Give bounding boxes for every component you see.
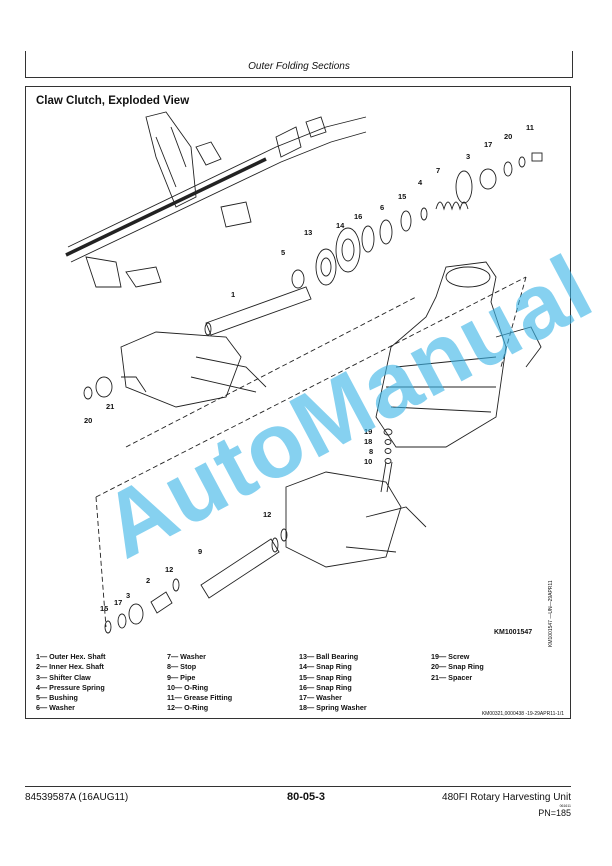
callout-8: 8 — [369, 447, 373, 456]
callout-15: 15 — [398, 192, 406, 201]
figure-side-reference: KM1001547 —UN—29APR11 — [548, 580, 554, 647]
callout-14: 14 — [336, 221, 345, 230]
footer-pn: PN=185 — [538, 808, 571, 818]
callout-17-lower: 17 — [114, 598, 122, 607]
legend-item: 16— Snap Ring — [299, 682, 352, 692]
exploded-view-diagram: 11 20 17 3 7 4 15 6 16 14 13 5 1 21 20 1… — [65, 111, 543, 634]
section-header: Outer Folding Sections — [25, 51, 573, 78]
callout-18: 18 — [364, 437, 372, 446]
callout-10: 10 — [364, 457, 372, 466]
callout-12: 12 — [263, 510, 271, 519]
legend-item: 3— Shifter Claw — [36, 672, 91, 682]
legend-item: 19— Screw — [431, 652, 470, 661]
callout-1: 1 — [231, 290, 235, 299]
callout-4: 4 — [418, 178, 423, 187]
callout-17: 17 — [484, 140, 492, 149]
callout-6: 6 — [380, 203, 384, 212]
legend-item: 17— Washer — [299, 693, 342, 703]
legend-item: 7— Washer — [167, 652, 206, 661]
legend-item: 18— Spring Washer — [299, 703, 367, 713]
legend-item: 10— O-Ring — [167, 682, 209, 692]
legend-item: 4— Pressure Spring — [36, 682, 105, 692]
callout-21: 21 — [106, 402, 114, 411]
callout-20: 20 — [504, 132, 512, 141]
figure-title: Claw Clutch, Exploded View — [36, 95, 190, 107]
footer-doc-number: 84539587A (16AUG11) — [25, 792, 129, 803]
legend-item: 6— Washer — [36, 703, 75, 713]
legend-column-1: 1— Outer Hex. Shaft 2— Inner Hex. Shaft … — [36, 652, 166, 714]
legend-item: 12— O-Ring — [167, 703, 209, 713]
legend-item: 1— Outer Hex. Shaft — [36, 652, 106, 661]
footer-page-number: 80-05-3 — [287, 791, 325, 803]
callout-5: 5 — [281, 248, 285, 257]
callout-20-left: 20 — [84, 416, 92, 425]
legend-item: 5— Bushing — [36, 693, 78, 703]
callout-13: 13 — [304, 228, 312, 237]
legend-item: 15— Snap Ring — [299, 672, 352, 682]
legend-item: 21— Spacer — [431, 672, 473, 682]
callout-9: 9 — [198, 547, 202, 556]
callout-19: 19 — [364, 427, 372, 436]
callout-16: 16 — [354, 212, 362, 221]
footer-small-code: 061611 — [559, 804, 571, 808]
legend-column-3: 13— Ball Bearing 14— Snap Ring 15— Snap … — [299, 652, 429, 714]
legend-footnote: KM00321,0000438 -19-29APR11-1/1 — [481, 711, 564, 717]
legend-item: 13— Ball Bearing — [299, 652, 359, 661]
legend-item: 11— Grease Fitting — [167, 693, 233, 703]
legend-column-2: 7— Washer 8— Stop 9— Pipe 10— O-Ring 11—… — [167, 652, 297, 714]
figure-id: KM1001547 — [494, 629, 533, 636]
footer-product: 480FI Rotary Harvesting Unit — [442, 792, 571, 803]
legend-item: 9— Pipe — [167, 672, 196, 682]
callout-3-lower: 3 — [126, 591, 130, 600]
callout-7: 7 — [436, 166, 440, 175]
callout-3: 3 — [466, 152, 470, 161]
callout-15-lower: 15 — [100, 604, 108, 613]
callout-12-lower: 12 — [165, 565, 173, 574]
legend-column-4: 19— Screw 20— Snap Ring 21— Spacer — [431, 652, 561, 683]
figure-panel: Claw Clutch, Exploded View — [25, 86, 608, 719]
legend-item: 20— Snap Ring — [431, 662, 484, 672]
legend-item: 8— Stop — [167, 662, 197, 672]
section-title: Outer Folding Sections — [248, 61, 350, 72]
footer-divider — [25, 786, 571, 787]
callout-11: 11 — [526, 123, 534, 132]
callout-2: 2 — [146, 576, 150, 585]
legend-item: 2— Inner Hex. Shaft — [36, 662, 104, 672]
legend-item: 14— Snap Ring — [299, 662, 352, 672]
